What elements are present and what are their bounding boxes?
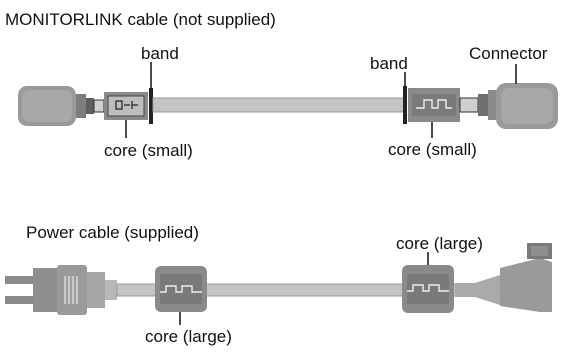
monitorlink-core-right-label: core (small) bbox=[388, 140, 477, 159]
monitorlink-band-right bbox=[403, 86, 407, 124]
power-core-right-label: core (large) bbox=[396, 234, 483, 253]
monitorlink-cable bbox=[152, 97, 407, 113]
monitorlink-connector-label: Connector bbox=[469, 44, 548, 63]
power-title: Power cable (supplied) bbox=[26, 223, 199, 242]
monitorlink-right-connector bbox=[459, 83, 558, 129]
monitorlink-core-left-label: core (small) bbox=[104, 141, 193, 160]
monitorlink-band-left-label: band bbox=[141, 44, 179, 63]
monitorlink-core-small-left bbox=[104, 92, 148, 120]
power-ac-plug bbox=[5, 265, 117, 315]
monitorlink-band-left bbox=[149, 88, 153, 124]
power-core-large-left bbox=[155, 266, 207, 312]
monitorlink-left-connector bbox=[18, 86, 105, 126]
monitorlink-band-right-label: band bbox=[370, 54, 408, 73]
monitorlink-core-small-right bbox=[408, 88, 460, 122]
power-core-large-right bbox=[402, 265, 454, 313]
power-core-left-label: core (large) bbox=[145, 327, 232, 346]
monitorlink-title: MONITORLINK cable (not supplied) bbox=[5, 10, 276, 29]
power-iec-connector bbox=[455, 243, 552, 312]
